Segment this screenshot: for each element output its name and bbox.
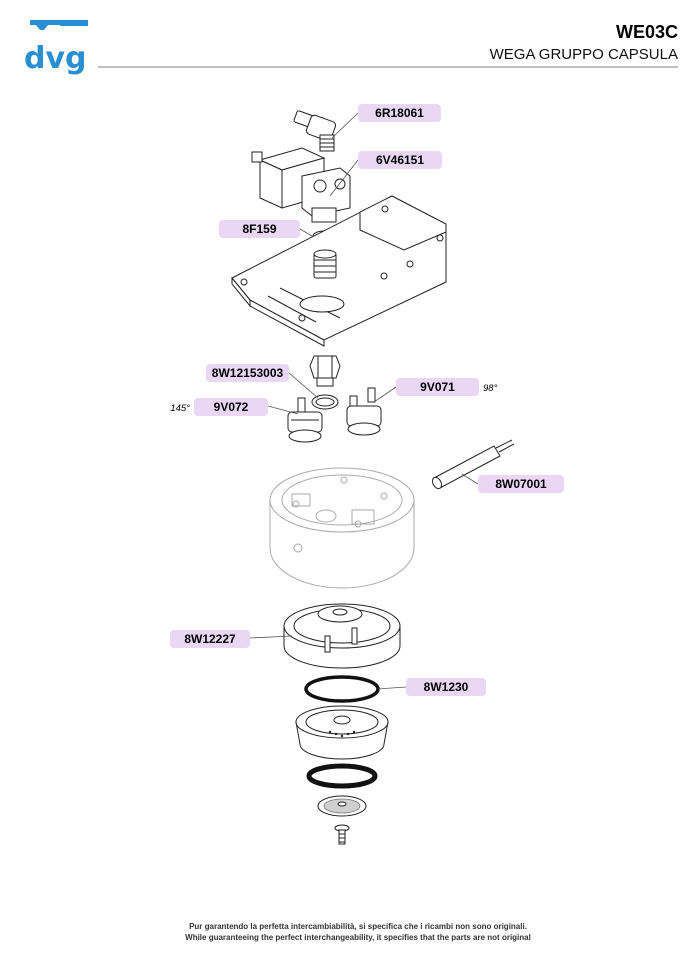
part-code: 9V072	[214, 400, 249, 414]
temperature-note: 98°	[483, 383, 498, 394]
part-code: 8W07001	[495, 477, 547, 491]
part-label-8F159: 8F159	[219, 220, 300, 238]
part-code: 8W12227	[184, 632, 236, 646]
dvg-logo: dvg	[24, 20, 88, 76]
document-subtitle: WEGA GRUPPO CAPSULA	[490, 46, 678, 63]
part-label-6V46151: 6V46151	[358, 151, 442, 169]
leader-lines	[249, 112, 479, 690]
group-body-drawing	[269, 467, 415, 589]
shower-screen-drawing	[317, 795, 367, 817]
group-gasket-drawing	[304, 675, 380, 703]
logo-text: dvg	[24, 41, 87, 76]
part-code: 8F159	[242, 222, 276, 236]
mounting-bracket-drawing	[231, 195, 447, 347]
part-code: 6V46151	[376, 153, 424, 167]
footer-disclaimer-en: While guaranteeing the perfect interchan…	[185, 933, 531, 942]
part-label-9V071: 9V071 98°	[396, 378, 498, 396]
part-label-9V072: 9V072 145°	[170, 398, 268, 416]
solenoid-valve-drawing	[251, 147, 351, 223]
heating-element-drawing	[431, 439, 515, 490]
thermostat-145-drawing	[287, 397, 323, 443]
part-code: 6R18061	[375, 106, 424, 120]
part-label-8W12227: 8W12227	[170, 630, 250, 648]
document-code: WE03C	[616, 22, 678, 42]
thermostat-98-drawing	[346, 387, 382, 436]
part-code: 8W1230	[424, 680, 469, 694]
shower-disk-drawing	[295, 705, 389, 760]
elbow-fitting-drawing	[293, 110, 337, 152]
threaded-fitting-drawing	[309, 355, 341, 410]
shower-screw-drawing	[334, 824, 350, 845]
part-code: 8W12153003	[212, 366, 284, 380]
part-label-8W12153003: 8W12153003	[206, 364, 289, 382]
temperature-note: 145°	[170, 403, 190, 414]
part-code: 9V071	[420, 380, 455, 394]
shower-holder-drawing	[283, 603, 401, 669]
part-label-8W07001: 8W07001	[478, 475, 564, 493]
part-label-8W1230: 8W1230	[406, 678, 486, 696]
lower-gasket-drawing	[306, 763, 378, 789]
part-label-6R18061: 6R18061	[358, 104, 441, 122]
footer-disclaimer-it: Pur garantendo la perfetta intercambiabi…	[189, 922, 527, 931]
